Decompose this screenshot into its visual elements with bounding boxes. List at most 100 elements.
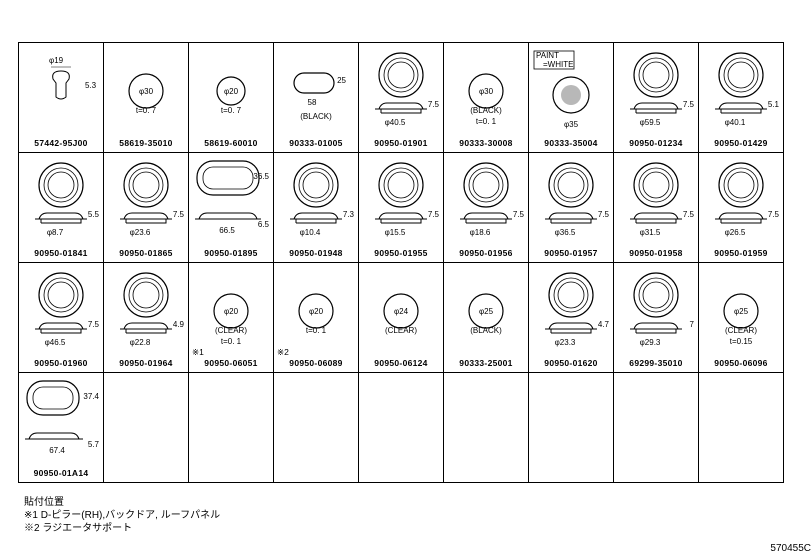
dimension-label: 58 [308,98,317,107]
part-drawing: 7.5 φ15.5 [375,162,440,237]
part-drawing: 7.5 φ31.5 [630,162,695,237]
dimension-label: 7.5 [768,210,780,219]
dimension-label: 5.1 [768,100,780,109]
part-number: 90950-01620 [544,358,598,368]
part-drawing: 36.566.56.5 [195,160,270,235]
part-cell: 7.5 φ31.5 90950-01958 [614,153,699,263]
dimension-label: φ30 [139,87,154,96]
dimension-label: φ20 [224,87,239,96]
dimension-label: φ46.5 [45,338,66,347]
dimension-label: 7.5 [513,210,525,219]
dimension-label: (BLACK) [470,106,502,115]
part-number: 90950-01895 [204,248,258,258]
part-number: 90333-25001 [459,358,513,368]
part-number: 90950-01958 [629,248,683,258]
part-number: 90950-01959 [714,248,768,258]
dimension-label: PAINT [536,51,559,60]
dimension-label: φ15.5 [385,228,406,237]
part-number: 90950-06089 [289,358,343,368]
part-number: 90950-01957 [544,248,598,258]
dimension-label: φ25 [734,307,749,316]
dimension-label: 7.5 [683,210,695,219]
dimension-label: t=0. 1 [476,117,497,126]
dimension-label: 37.4 [83,392,99,401]
part-number: 90950-01841 [34,248,88,258]
part-number: 90333-01005 [289,138,343,148]
part-drawing: 7.5 φ26.5 [715,162,780,237]
dimension-label: 4.9 [173,320,185,329]
part-drawing: φ24 (CLEAR) [383,293,419,335]
dimension-label: t=0. 7 [221,106,242,115]
dimension-label: t=0. 1 [306,326,327,335]
part-cell: φ25(BLACK) 90333-25001 [444,263,529,373]
dimension-label: (CLEAR) [385,326,417,335]
dimension-label: 7.5 [173,210,185,219]
part-drawing: φ20 (CLEAR) t=0. 1 [213,293,249,346]
notes-section: 貼付位置 ※1 D-ピラー(RH),バックドア, ルーフパネル ※2 ラジエータ… [24,496,220,535]
dimension-label: φ26.5 [725,228,746,237]
part-drawing: 5.5φ8.7 [35,162,100,237]
dimension-label: =WHITE [543,60,573,69]
dimension-label: t=0. 1 [221,337,242,346]
dimension-label: 7.5 [88,320,100,329]
dimension-label: φ10.4 [300,228,321,237]
part-note: ※2 [277,347,289,357]
part-number: 90333-30008 [459,138,513,148]
part-drawing: φ25(CLEAR)t=0.15 [723,293,759,346]
dimension-label: 7.3 [343,210,355,219]
part-number: 90333-35004 [544,138,598,148]
dimension-label: 7.5 [428,210,440,219]
empty-cell [529,373,614,483]
dimension-label: 67.4 [49,446,65,455]
part-number: 69299-35010 [629,358,683,368]
dimension-label: φ30 [479,87,494,96]
part-drawing: φ20 t=0. 1 [298,293,334,335]
part-drawing: 7 φ29.3 [630,272,695,347]
empty-cell [189,373,274,483]
part-number: 90950-01A14 [33,468,89,478]
empty-cell [104,373,189,483]
empty-cell [614,373,699,483]
dimension-label: 7.5 [428,100,440,109]
dimension-label: 7 [690,320,695,329]
dimension-label: φ31.5 [640,228,661,237]
dimension-label: (CLEAR) [725,326,757,335]
dimension-label: (CLEAR) [215,326,247,335]
part-number: 90950-01956 [459,248,513,258]
part-drawing: φ25(BLACK) [468,293,504,335]
part-cell: φ20 t=0. 7 58619-60010 [189,43,274,153]
dimension-label: φ59.5 [640,118,661,127]
note-2: ※2 ラジエータサポート [24,523,133,534]
dimension-label: (BLACK) [470,326,502,335]
dimension-label: φ20 [309,307,324,316]
part-number: 58619-60010 [204,138,258,148]
part-number: 90950-01901 [374,138,428,148]
part-cell: 7.5 φ26.5 90950-01959 [699,153,784,263]
part-number: 90950-01234 [629,138,683,148]
dimension-label: φ29.3 [640,338,661,347]
dimension-label: φ20 [224,307,239,316]
part-note: ※1 [192,347,204,357]
part-number: 90950-06124 [374,358,428,368]
dimension-label: φ24 [394,307,409,316]
dimension-label: φ36.5 [555,228,576,237]
